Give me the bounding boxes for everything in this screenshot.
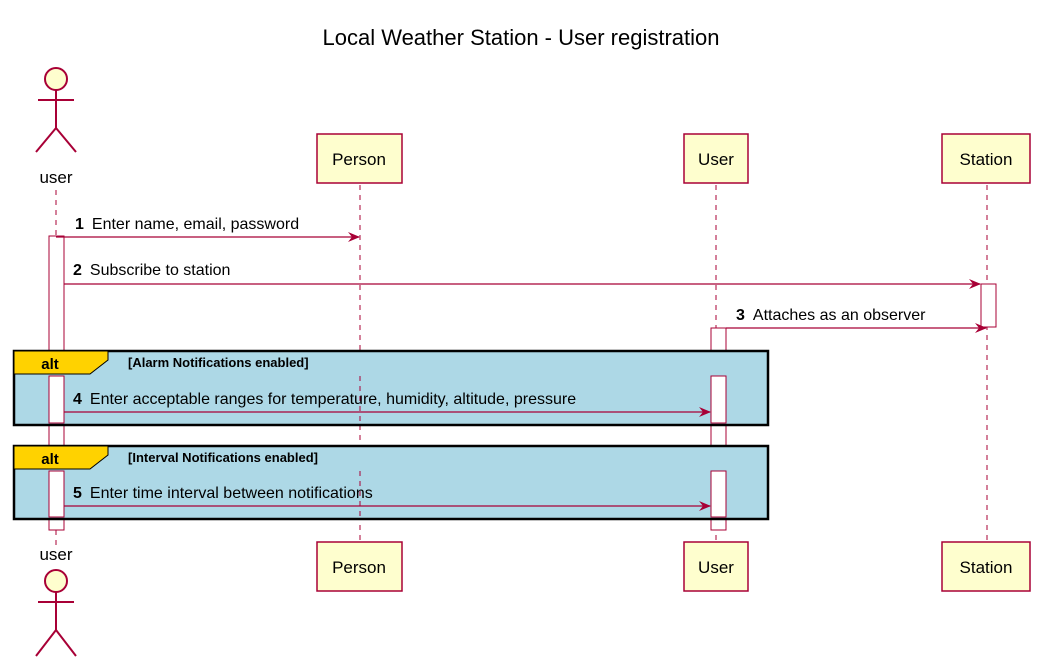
message-text: Enter acceptable ranges for temperature,… <box>90 391 576 408</box>
user-actor-label: user <box>39 545 72 564</box>
person-participant-top: Person <box>316 133 403 184</box>
user-object-activation-segment <box>710 470 727 518</box>
user-actor-bottom: user <box>35 545 77 657</box>
message-number: 2 <box>73 262 82 279</box>
message-number: 3 <box>736 307 745 324</box>
person-participant-bottom: Person <box>316 541 403 592</box>
message-3: 3 Attaches as an observer <box>726 307 987 333</box>
message-text: Subscribe to station <box>90 262 231 279</box>
svg-text:2 Subscribe to station: 2 Subscribe to station <box>73 262 230 279</box>
message-4: 4 Enter acceptable ranges for temperatur… <box>64 391 711 417</box>
svg-text:4 Enter acceptable range: 4 Enter acceptable ranges for temperatur… <box>73 391 576 408</box>
message-text: Enter time interval between notification… <box>90 485 373 502</box>
message-1: 1 Enter name, email, password <box>56 216 360 242</box>
alt-keyword: alt <box>41 356 59 373</box>
alt-condition: [Interval Notifications enabled] <box>128 450 318 465</box>
user-object-activation-segment <box>710 375 727 424</box>
person-participant-label: Person <box>332 558 386 577</box>
svg-text:3 Attaches as an observe: 3 Attaches as an observer <box>736 307 926 324</box>
alt-fragment-interval: alt [Interval Notifications enabled] <box>12 444 770 521</box>
alt-fragment-alarm: alt [Alarm Notifications enabled] <box>12 349 770 427</box>
alt-tab <box>13 445 109 470</box>
message-5: 5 Enter time interval between notificati… <box>64 485 711 511</box>
alt-tab <box>13 350 109 375</box>
station-participant-top: Station <box>941 133 1031 184</box>
user-activation-segment <box>48 375 65 424</box>
user-object-participant-top: User <box>683 133 749 184</box>
station-participant-label: Station <box>960 558 1013 577</box>
user-actor-label: user <box>39 168 72 187</box>
message-number: 1 <box>75 216 84 233</box>
actor-head-icon <box>44 569 68 593</box>
station-participant-label: Station <box>960 150 1013 169</box>
message-2: 2 Subscribe to station <box>64 262 981 289</box>
alt-keyword: alt <box>41 451 59 468</box>
person-participant-label: Person <box>332 150 386 169</box>
user-object-participant-bottom: User <box>683 541 749 592</box>
user-object-participant-label: User <box>698 558 734 577</box>
svg-text:5 Enter time interval be: 5 Enter time interval between notificati… <box>73 485 373 502</box>
station-participant-bottom: Station <box>941 541 1031 592</box>
message-text: Enter name, email, password <box>92 216 299 233</box>
alt-condition: [Alarm Notifications enabled] <box>128 355 309 370</box>
svg-text:1 Enter name, email, pas: 1 Enter name, email, password <box>75 216 299 233</box>
message-text: Attaches as an observer <box>753 307 926 324</box>
message-number: 4 <box>73 391 82 408</box>
diagram-title: Local Weather Station - User registratio… <box>323 25 720 50</box>
user-actor-top: user <box>35 67 77 187</box>
actor-head-icon <box>44 67 68 91</box>
user-activation-segment <box>48 470 65 518</box>
station-activation <box>980 283 997 328</box>
user-object-participant-label: User <box>698 150 734 169</box>
message-number: 5 <box>73 485 82 502</box>
